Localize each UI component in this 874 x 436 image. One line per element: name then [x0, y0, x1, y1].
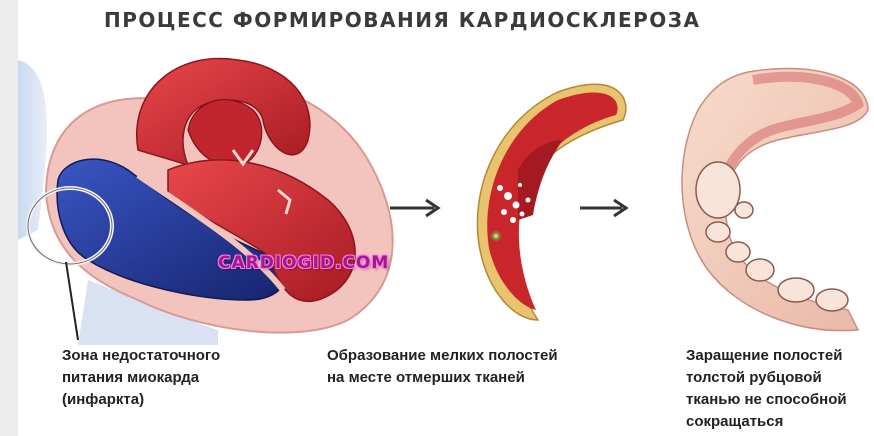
caption-line: Зона недостаточного	[62, 345, 220, 367]
scar-tissue-slice	[682, 68, 868, 330]
caption-line: толстой рубцовой	[686, 367, 847, 389]
heart-illustration	[18, 58, 393, 345]
step-3-caption: Заращение полостей толстой рубцовой ткан…	[686, 345, 847, 433]
arrow-right-icon	[580, 200, 626, 216]
caption-pointer-line	[66, 262, 78, 340]
caption-line: тканью не способной	[686, 389, 847, 411]
necrotic-tissue-slice	[477, 84, 625, 320]
caption-line: (инфаркта)	[62, 389, 220, 411]
caption-line: сокращаться	[686, 411, 847, 433]
diagram-card: ПРОЦЕСС ФОРМИРОВАНИЯ КАРДИОСКЛЕРОЗА	[18, 0, 874, 436]
step-2-caption: Образование мелких полостей на месте отм…	[327, 345, 558, 389]
caption-line: Образование мелких полостей	[327, 345, 558, 367]
caption-line: Заращение полостей	[686, 345, 847, 367]
arrow-right-icon	[390, 200, 438, 216]
caption-line: питания миокарда	[62, 367, 220, 389]
step-1-caption: Зона недостаточного питания миокарда (ин…	[62, 345, 220, 411]
caption-line: на месте отмерших тканей	[327, 367, 558, 389]
watermark-text: CARDIOGID.COM	[218, 253, 389, 273]
